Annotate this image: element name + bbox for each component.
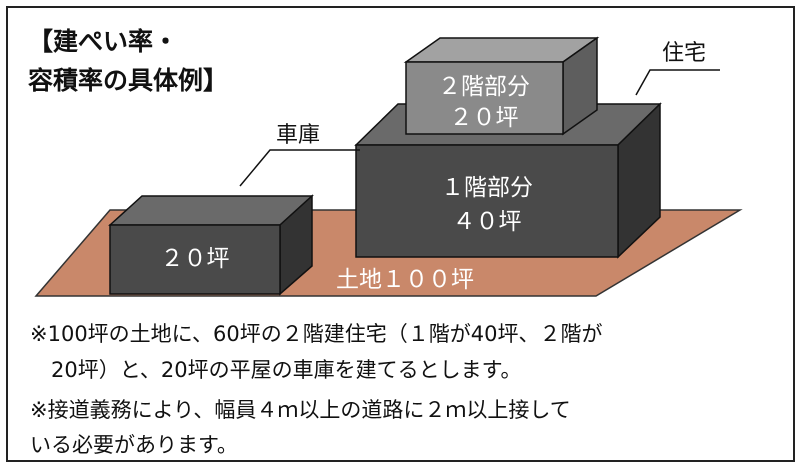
note-line-3: ※接道義務により、幅員４ｍ以上の道路に２ｍ以上接して bbox=[30, 398, 571, 422]
garage-callout-line bbox=[239, 149, 360, 187]
title-line-1: 【建ぺい率・ bbox=[28, 27, 178, 56]
note-line-4: いる必要があります。 bbox=[30, 433, 238, 457]
floor2-label-line-2: ２０坪 bbox=[450, 105, 519, 131]
house-label: 住宅 bbox=[662, 41, 706, 66]
second-floor-box bbox=[403, 36, 600, 136]
floor2-label-line-1: ２階部分 bbox=[438, 74, 530, 100]
note-line-1: ※100坪の土地に、60坪の２階建住宅（１階が40坪、２階が bbox=[30, 322, 603, 346]
land-label: 土地１００坪 bbox=[336, 267, 474, 293]
garage-box bbox=[108, 194, 314, 296]
floor1-label-line-2: ４０坪 bbox=[453, 209, 522, 235]
floor1-label-line-1: １階部分 bbox=[441, 175, 533, 201]
title-line-2: 容積率の具体例】 bbox=[28, 66, 228, 95]
garage-label: 車庫 bbox=[276, 123, 320, 148]
note-line-2: 20坪）と、20坪の平屋の車庫を建てるとします。 bbox=[30, 358, 522, 382]
house-callout-line bbox=[635, 69, 720, 96]
garage-box-label: ２０坪 bbox=[161, 246, 230, 272]
